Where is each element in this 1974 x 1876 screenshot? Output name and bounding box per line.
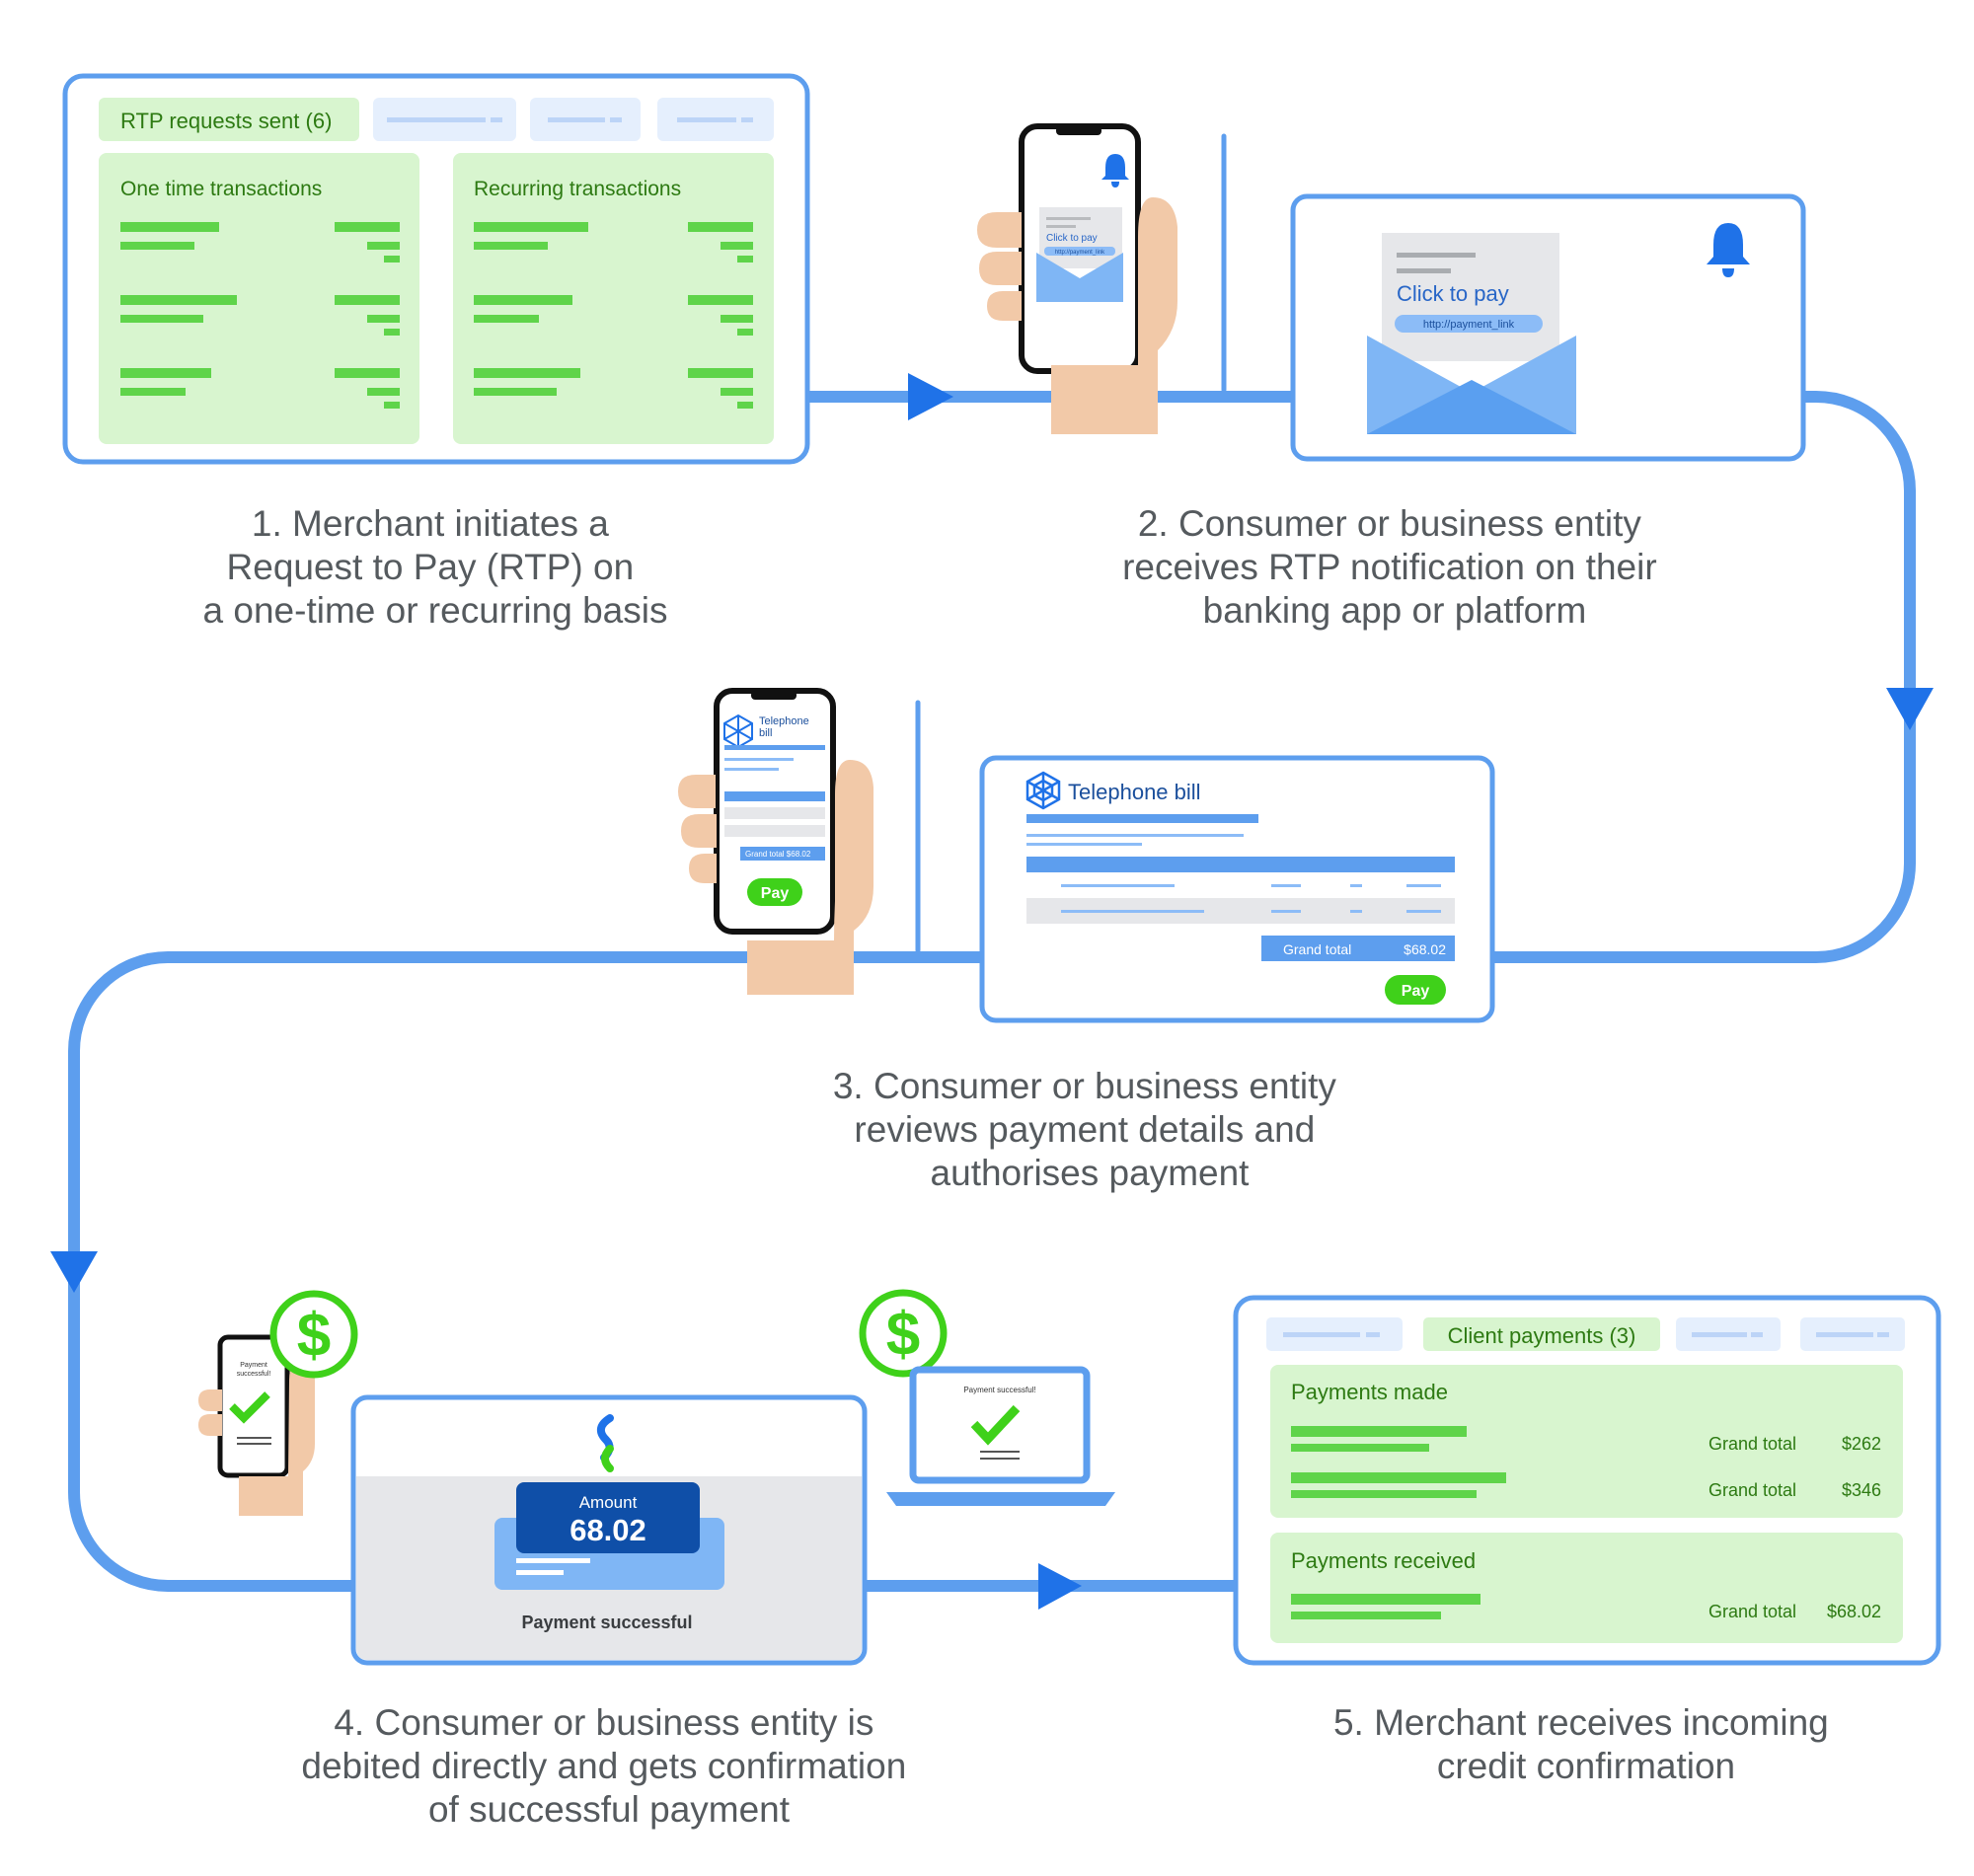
pay-button[interactable] [1385,975,1446,1005]
dollar-icon: $ [269,1290,358,1379]
click-to-pay-text[interactable]: Click to pay [1397,281,1509,306]
flow-arrow-right-1 [908,373,953,420]
svg-text:Grand total $68.02: Grand total $68.02 [745,850,811,859]
tab-client-payments[interactable] [1423,1317,1660,1351]
one-time-transactions-heading: One time transactions [120,178,322,200]
svg-text:$: $ [886,1301,920,1369]
envelope-icon: Click to pay http://payment_link [1367,233,1576,434]
flow-arrow-down-2 [50,1251,98,1293]
svg-text:Client payments (3): Client payments (3) [1448,1323,1636,1348]
step5-caption: 5. Merchant receives incoming credit con… [1333,1702,1839,1786]
amount-box [516,1482,700,1553]
svg-text:http://payment_link: http://payment_link [1055,250,1105,256]
phone-pay-button[interactable] [747,878,802,906]
step4-caption: 4. Consumer or business entity is debite… [301,1702,916,1830]
payments-made-heading: Payments made [1291,1380,1448,1404]
step3-caption: 3. Consumer or business entity reviews p… [833,1066,1346,1193]
flow-arrow-right-2 [1038,1563,1082,1610]
flow-arrow-down-1 [1886,688,1934,730]
svg-text:$68.02: $68.02 [1404,941,1446,957]
bell-icon [1707,223,1750,277]
svg-text:http://payment_link: http://payment_link [1423,319,1515,331]
step1-caption: 1. Merchant initiates a Request to Pay (… [203,503,668,631]
svg-text:Pay: Pay [1402,983,1430,1000]
bell-icon [1101,154,1129,188]
telephone-company-logo [1025,771,1061,810]
svg-text:$262: $262 [1842,1434,1881,1454]
tab-rtp-requests-sent[interactable] [99,98,359,141]
svg-text:Amount: Amount [579,1493,638,1512]
telephone-bill-card: Telephone bill Grand total $68.02 Pay [979,755,1495,1023]
amount-value: 68.02 [569,1513,646,1547]
notification-card: Click to pay http://payment_link [1290,193,1806,462]
laptop-confirmation: $ Payment successful! [859,1289,1115,1506]
dollar-icon: $ [859,1289,948,1378]
svg-text:Payment successful!: Payment successful! [963,1386,1035,1394]
svg-text:Grand total: Grand total [1708,1602,1796,1621]
bill-title: Telephone bill [1068,780,1201,804]
svg-text:Click to pay: Click to pay [1046,233,1098,244]
client-payments-card: Client payments (3) Payments made Grand … [1233,1295,1941,1666]
svg-text:Grand total: Grand total [1283,941,1351,957]
recurring-transactions-heading: Recurring transactions [474,178,681,200]
svg-text:$68.02: $68.02 [1827,1602,1881,1621]
checkmark-icon [229,1391,270,1424]
payment-confirmation-card: Amount 68.02 Payment successful [350,1394,868,1666]
payments-received-heading: Payments received [1291,1548,1476,1573]
merchant-dashboard-card: RTP requests sent (6) One time transacti… [62,73,810,465]
hand-holding-phone-1: Click to pay http://payment_link [977,123,1177,434]
tab-rtp-requests-sent-label: RTP requests sent (6) [120,109,332,133]
svg-text:Grand total: Grand total [1708,1480,1796,1500]
payment-status: Payment successful [521,1613,692,1632]
svg-text:$: $ [297,1302,331,1370]
svg-text:Grand total: Grand total [1708,1434,1796,1454]
step2-caption: 2. Consumer or business entity receives … [1122,503,1667,631]
svg-text:$346: $346 [1842,1480,1881,1500]
grand-total-row [1261,936,1455,961]
payment-link-button[interactable] [1395,315,1543,333]
checkmark-icon [970,1404,1021,1446]
bank-logo [596,1414,614,1472]
svg-text:Pay: Pay [761,885,790,902]
